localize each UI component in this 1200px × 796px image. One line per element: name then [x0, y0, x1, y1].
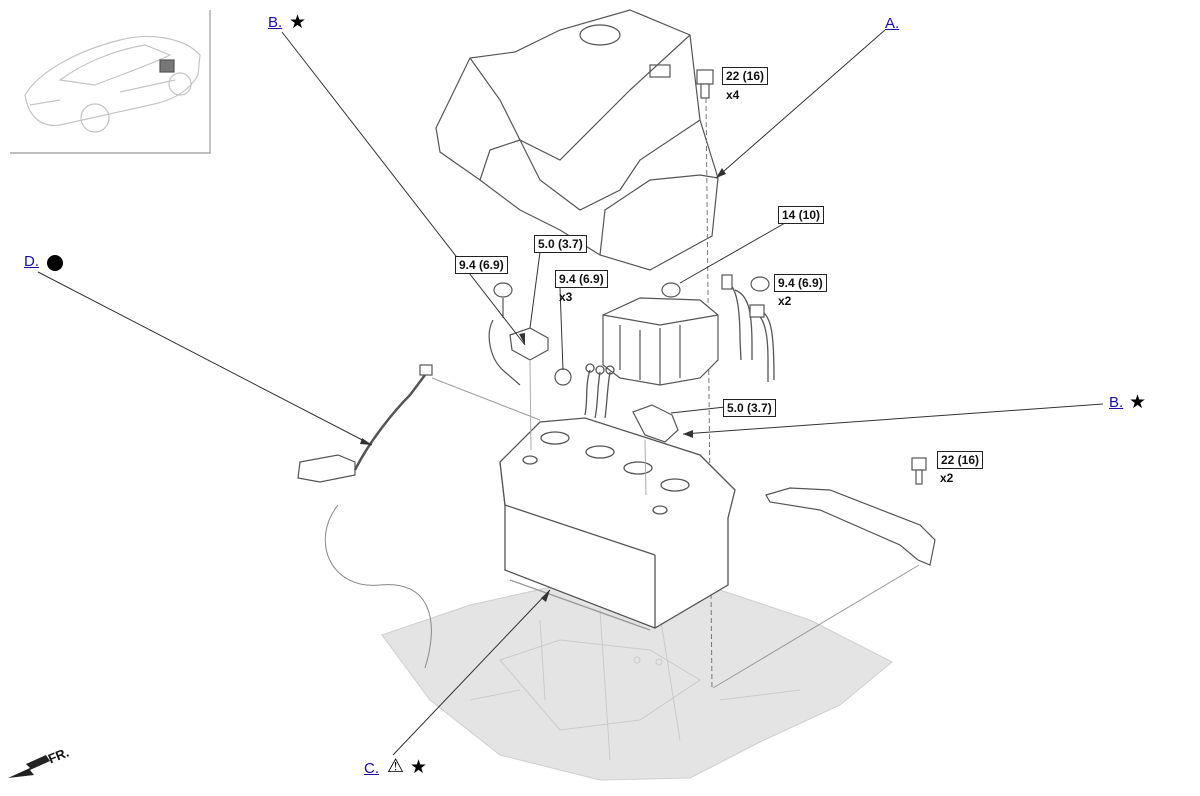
- negative-clamp: [488, 319, 549, 386]
- star-icon: ★: [289, 11, 307, 33]
- torque-clamp-5-0: 5.0 (3.7): [534, 235, 587, 253]
- fuse-box: [602, 297, 719, 386]
- front-arrow-icon: [8, 755, 50, 778]
- callout-d-link[interactable]: D.: [24, 253, 39, 270]
- torque-terminal-5-0: 5.0 (3.7): [723, 399, 776, 417]
- positive-terminal-clamp: [632, 404, 679, 443]
- top-bolt: [696, 69, 714, 99]
- torque-nut-14: 14 (10): [778, 206, 825, 224]
- warning-icon: ⚠: [387, 755, 405, 777]
- torque-center-nut: 9.4 (6.9): [555, 270, 608, 288]
- callout-c-link[interactable]: C.: [364, 760, 379, 777]
- nuts: [493, 276, 770, 386]
- battery: [499, 417, 736, 631]
- torque-bracket-bolt: 22 (16): [937, 451, 984, 469]
- star-icon: ★: [1129, 391, 1147, 413]
- positive-cables: [724, 279, 775, 382]
- callout-a-link[interactable]: A.: [885, 15, 900, 32]
- qty-bracket-bolt: x2: [940, 471, 954, 485]
- qty-center-nut: x3: [559, 290, 573, 304]
- cable-terminals: [721, 274, 765, 318]
- center-terminals: [584, 363, 615, 419]
- floor-panel-detail: [469, 609, 801, 761]
- dot-icon: [47, 255, 63, 271]
- qty-top-bolt: x4: [726, 88, 740, 102]
- torque-left-nut: 9.4 (6.9): [455, 256, 508, 274]
- callout-b-top-link[interactable]: B.: [268, 14, 283, 31]
- star-icon: ★: [410, 756, 428, 778]
- torque-right-nut: 9.4 (6.9): [774, 274, 827, 292]
- hold-down-bracket: [765, 457, 936, 566]
- vehicle-locator-icon: [10, 10, 211, 154]
- leader-arrowheads: [360, 168, 726, 602]
- leader-lines: [37, 29, 1104, 756]
- ground-cable: [297, 364, 433, 483]
- torque-top-bolt: 22 (16): [722, 67, 769, 85]
- callout-b-right-link[interactable]: B.: [1109, 394, 1124, 411]
- battery-cover: [435, 9, 719, 271]
- qty-right-nut: x2: [778, 294, 792, 308]
